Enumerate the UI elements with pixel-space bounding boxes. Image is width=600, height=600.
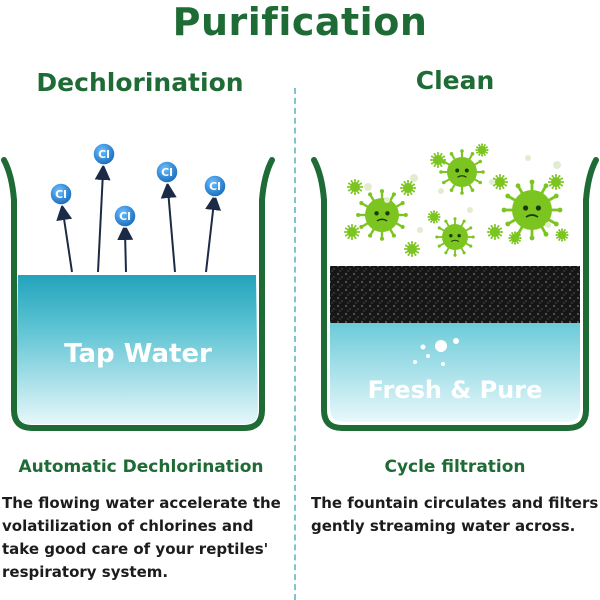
germ-11: [487, 224, 503, 240]
page-title: Purification: [172, 0, 428, 44]
chlorine-ion-5: Cl: [203, 174, 227, 198]
germ-6: [344, 224, 360, 240]
germ-7: [400, 180, 416, 196]
fresh-pure-label: Fresh & Pure: [368, 376, 543, 404]
germ-5: [347, 179, 363, 195]
germ-13: [548, 174, 564, 190]
dechlorination-description: The flowing water accelerate the volatil…: [2, 494, 281, 581]
svg-text:Cl: Cl: [209, 180, 221, 193]
chlorine-arrows: [56, 164, 222, 273]
carbon-filter-layer: [330, 266, 580, 323]
germ-1: [356, 189, 408, 241]
spores: [364, 155, 561, 233]
tap-water-beaker: [1, 157, 275, 431]
germ-16: [508, 231, 522, 245]
chlorine-ion-4: Cl: [155, 160, 179, 184]
germ-3: [501, 179, 563, 241]
dechlorination-subtitle: Dechlorination: [36, 68, 244, 97]
germ-2: [439, 149, 485, 195]
chlorine-ion-3: Cl: [113, 204, 137, 228]
automatic-dechlorination-heading: Automatic Dechlorination: [18, 457, 264, 477]
svg-text:Cl: Cl: [119, 210, 131, 223]
chlorine-ion-1: Cl: [92, 142, 116, 166]
germ-12: [404, 241, 420, 257]
chlorine-ion-2: Cl: [49, 182, 73, 206]
tap-water-label: Tap Water: [64, 339, 212, 369]
germ-14: [555, 228, 569, 242]
cycle-filtration-heading: Cycle filtration: [384, 457, 526, 477]
svg-text:Cl: Cl: [55, 188, 67, 201]
germ-15: [427, 210, 441, 224]
germ-10: [492, 174, 508, 190]
germs-icon: [344, 143, 569, 257]
svg-text:Cl: Cl: [161, 166, 173, 179]
germ-4: [435, 217, 475, 257]
filtration-description: The fountain circulates and filters gent…: [311, 494, 599, 535]
dashed-divider: [294, 88, 296, 600]
filter-beaker: [311, 157, 599, 431]
bubbles-icon: [413, 338, 459, 366]
svg-text:Cl: Cl: [98, 148, 110, 161]
germ-8: [430, 152, 446, 168]
clean-subtitle: Clean: [415, 66, 495, 95]
germ-9: [475, 143, 489, 157]
clean-water: [330, 323, 580, 422]
